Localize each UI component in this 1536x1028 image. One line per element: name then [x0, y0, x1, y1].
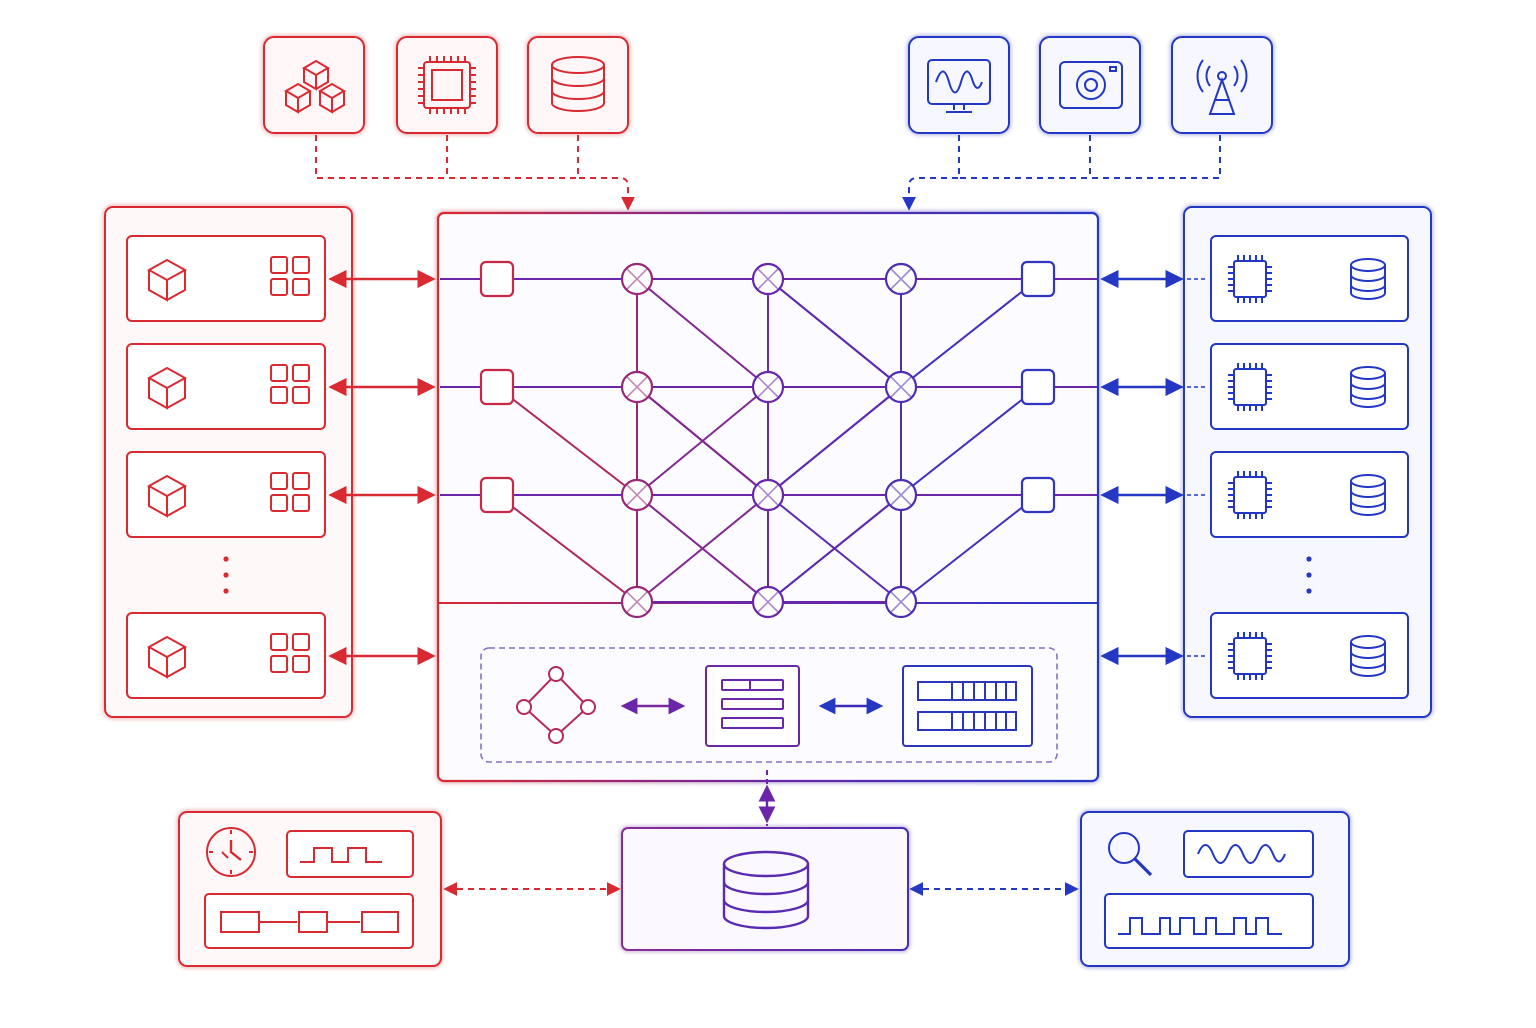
tile-monitor [908, 36, 1010, 134]
top-right-tiles [908, 36, 1273, 134]
left-ellipsis [223, 556, 229, 594]
fabric-edge [900, 386, 1039, 496]
sine-wave-icon [1183, 830, 1314, 878]
crossbar-node [751, 585, 785, 619]
fabric-edge [900, 494, 1039, 603]
chip-icon [1228, 632, 1272, 680]
grid-icon [270, 633, 310, 673]
cube-icon [146, 474, 188, 518]
crossbar-node [751, 370, 785, 404]
fabric-edge [767, 278, 902, 388]
fabric-edge [900, 278, 1039, 388]
bottom-right-panel [1080, 811, 1350, 967]
central-fabric [436, 211, 1100, 783]
chip-icon [1228, 363, 1272, 411]
database-icon [1350, 366, 1386, 408]
fabric-edge [496, 386, 638, 496]
left-module-2 [126, 343, 326, 430]
chip-icon [1228, 471, 1272, 519]
table-icon [705, 665, 800, 747]
grid-icon [270, 472, 310, 512]
grid-icon [270, 364, 310, 404]
cube-icon [146, 258, 188, 302]
cube-icon [146, 635, 188, 679]
pipeline-container [480, 647, 1058, 763]
chip-icon [1228, 255, 1272, 303]
right-ellipsis [1306, 556, 1312, 594]
database-icon [551, 56, 605, 112]
right-module-panel [1183, 206, 1432, 718]
port-node [1020, 476, 1056, 514]
crossbar-node [884, 585, 918, 619]
crossbar-node [620, 478, 654, 512]
fabric-edge [636, 278, 769, 388]
crossbar-node [884, 370, 918, 404]
pulse-train-icon [1104, 893, 1314, 949]
port-node [1020, 368, 1056, 406]
port-node [479, 368, 515, 406]
database-icon [1350, 474, 1386, 516]
pulse-icon [286, 830, 414, 878]
database-icon [1350, 258, 1386, 300]
fabric-edge [496, 494, 638, 603]
top-left-tiles [263, 36, 629, 134]
right-module-4 [1210, 612, 1409, 699]
left-module-1 [126, 235, 326, 322]
crossbar-node [620, 585, 654, 619]
left-module-panel [104, 206, 353, 718]
fabric-edge [636, 494, 769, 603]
crossbar-node [884, 262, 918, 296]
storage-icon [722, 850, 810, 930]
port-node [479, 260, 515, 298]
pipeline-icon [204, 893, 414, 949]
fabric-edge [767, 386, 902, 496]
monitor-waveform-icon [927, 59, 991, 113]
right-modules [1210, 235, 1409, 699]
chip-icon [418, 56, 476, 114]
tile-camera [1039, 36, 1141, 134]
crossbar-node [751, 262, 785, 296]
fabric-nodes [479, 260, 1056, 619]
top-feeders [315, 135, 1221, 211]
clock-icon [206, 827, 256, 877]
right-module-1 [1210, 235, 1409, 322]
port-node [1020, 260, 1056, 298]
buffer-icon [902, 665, 1033, 747]
right-module-2 [1210, 343, 1409, 430]
crossbar-node [620, 262, 654, 296]
camera-icon [1059, 61, 1123, 109]
database-icon [1350, 635, 1386, 677]
port-node [479, 476, 515, 514]
crossbar-node [620, 370, 654, 404]
fabric-edge [767, 494, 902, 603]
antenna-icon [1196, 59, 1248, 115]
bottom-left-panel [178, 811, 442, 967]
cube-icon [146, 366, 188, 410]
tile-cubes [263, 36, 365, 134]
crossbar-node [751, 478, 785, 512]
fabric-edge [636, 386, 769, 496]
left-module-3 [126, 451, 326, 538]
left-modules [126, 235, 326, 699]
side-arrows [328, 269, 1208, 666]
grid-icon [270, 256, 310, 296]
tile-chip [396, 36, 498, 134]
crossbar-node [884, 478, 918, 512]
magnifier-icon [1108, 832, 1153, 877]
right-module-3 [1210, 451, 1409, 538]
bottom-center-panel [621, 827, 909, 951]
cubes-icon [284, 59, 346, 114]
tile-antenna [1171, 36, 1273, 134]
graph-icon [516, 666, 596, 744]
left-module-4 [126, 612, 326, 699]
